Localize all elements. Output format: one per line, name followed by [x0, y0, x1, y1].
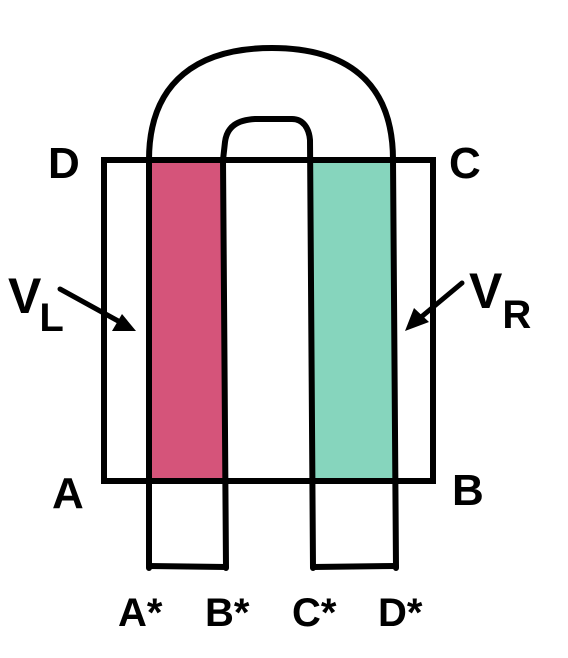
strip-end-label-d-star: D*	[378, 591, 423, 635]
left-region-label: VL	[8, 268, 64, 340]
square-outline	[101, 157, 436, 484]
left-region-fill	[150, 160, 223, 481]
right-arrow	[405, 280, 465, 331]
corner-label-b: B	[452, 466, 484, 515]
left-region-subscript: L	[39, 296, 63, 340]
right-region-symbol: V	[469, 263, 503, 319]
corner-label-d: D	[48, 139, 80, 188]
right-region-label: VR	[469, 263, 531, 337]
strip-end-label-a-star: A*	[118, 591, 163, 635]
strip-end-label-c-star: C*	[292, 591, 337, 635]
strip-inner-edge	[220, 116, 316, 571]
corner-label-c: C	[449, 139, 481, 188]
strip-end-label-b-star: B*	[205, 591, 250, 635]
strip-outer-edge	[146, 45, 399, 571]
left-arrow	[57, 286, 136, 331]
corner-label-a: A	[52, 469, 84, 518]
right-region-subscript: R	[502, 293, 531, 337]
left-region-symbol: V	[8, 268, 42, 324]
left-leg-bottom-edge	[146, 563, 229, 570]
right-leg-bottom-edge	[310, 563, 399, 570]
right-region-fill	[313, 160, 395, 481]
